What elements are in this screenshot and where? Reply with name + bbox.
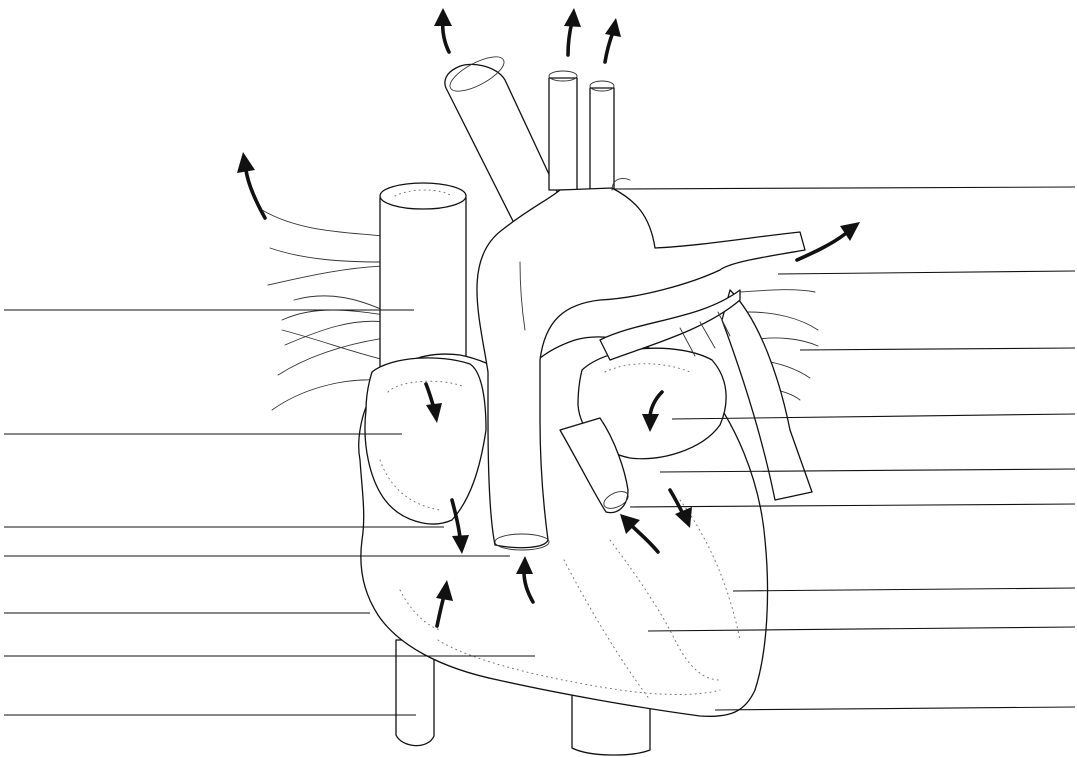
flow-arrow-carotid (564, 8, 581, 55)
leader-right-2 (778, 271, 1075, 274)
leader-right-1 (612, 187, 1075, 189)
flow-arrow-brachiocephalic (434, 8, 452, 52)
left-common-carotid-artery (549, 71, 577, 190)
flow-arrow-right-pulmonary (237, 152, 265, 218)
leader-right-3 (800, 348, 1075, 350)
left-subclavian-artery (590, 81, 614, 190)
leader-right-9 (715, 707, 1075, 710)
flow-arrow-left-pulmonary (797, 222, 860, 260)
leader-right-7 (733, 588, 1075, 591)
leader-right-4 (672, 414, 1075, 419)
flow-arrow-subclavian (605, 18, 621, 62)
superior-vena-cava (380, 183, 466, 372)
